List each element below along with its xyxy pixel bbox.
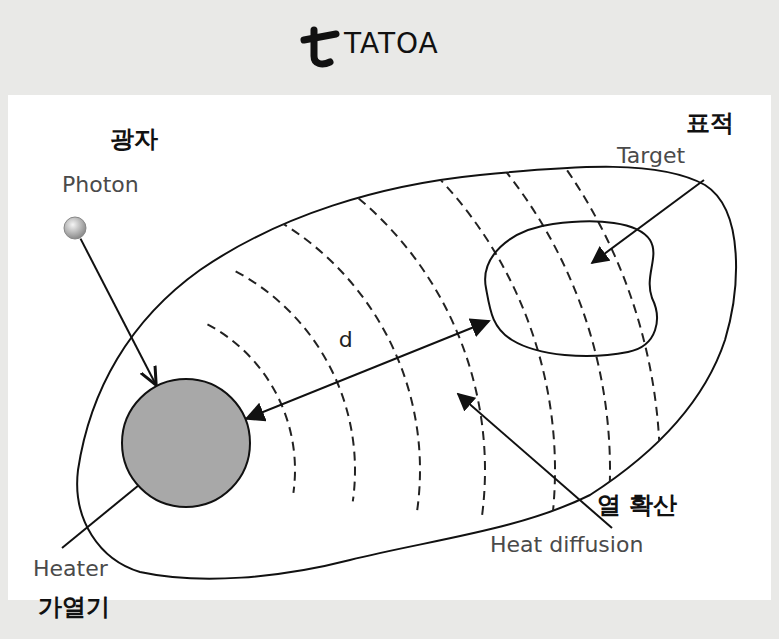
edge-label: d: [336, 327, 356, 352]
node-outline: [121, 378, 251, 508]
logo-text: TATOA: [344, 28, 439, 60]
label: 열 확산: [597, 492, 677, 520]
body-outline: [77, 167, 736, 579]
target-region: 표적Target: [478, 218, 664, 358]
korean-label: 표적: [686, 110, 734, 138]
english-label: Target: [617, 143, 685, 168]
english-label: Heater: [33, 556, 108, 581]
distance-arrow: [246, 321, 489, 419]
photon-ball: 광자Photon: [63, 216, 87, 240]
node-outline: [63, 216, 87, 240]
node-outline: [478, 218, 664, 358]
heater-circle: Heater가열기: [121, 378, 251, 508]
heat-diffusion-arcs: [207, 2, 660, 544]
korean-label: 가열기: [38, 594, 110, 622]
label: Heat diffusion: [490, 532, 643, 557]
leader-line: [458, 394, 612, 528]
english-label: Photon: [62, 172, 139, 197]
photon-arrow: [81, 239, 157, 386]
korean-label: 광자: [110, 126, 158, 154]
logo-mark: [304, 30, 336, 64]
white-panel: [8, 95, 771, 600]
